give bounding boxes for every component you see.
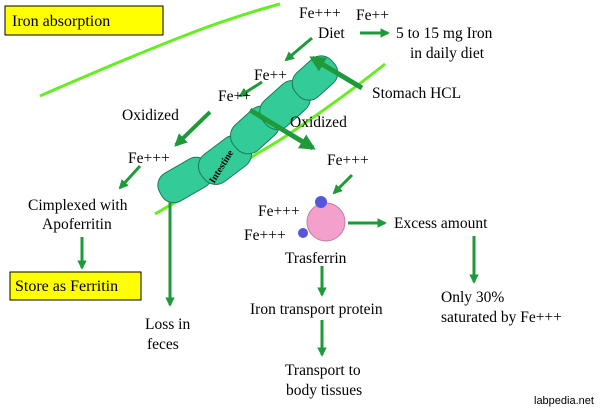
loss-feces-line2: feces [147, 336, 179, 353]
fe3-bound-upper-label: Fe+++ [258, 203, 300, 220]
transport-protein-label: Iron transport protein [250, 301, 383, 318]
arrow-fe3-to-transferrin [332, 173, 354, 195]
transferrin-molecule [306, 202, 346, 242]
diet-label: Diet [318, 25, 345, 42]
complexed-line1: Cimplexed with [28, 197, 128, 214]
daily-intake-line2: in daily diet [410, 45, 485, 62]
arrow-fe2-to-fe2 [238, 80, 263, 98]
tissues-line2: body tissues [286, 382, 362, 399]
fe3-right-label: Fe+++ [327, 152, 369, 169]
tissues-line1: Transport to [285, 362, 361, 379]
title-box [4, 5, 164, 36]
transferrin-label: Trasferrin [285, 250, 347, 267]
fe3-diet-label: Fe+++ [299, 5, 341, 22]
loss-feces-line1: Loss in [145, 316, 190, 333]
arrow-oxidized-left [174, 110, 212, 147]
fe2-left-label: Fe++ [218, 88, 251, 105]
fe2-diet-label: Fe++ [356, 7, 389, 24]
intestine-tube [157, 55, 339, 204]
daily-intake-line1: 5 to 15 mg Iron [396, 25, 493, 42]
iron-dot-upper [315, 196, 327, 208]
oxidized-left-label: Oxidized [122, 107, 179, 124]
arrow-to-complexed [118, 164, 142, 190]
store-ferritin-box [9, 271, 142, 301]
complexed-line2: Apoferritin [42, 216, 112, 233]
title-text: Iron absorption [12, 13, 110, 30]
oxidized-right-label: Oxidized [290, 114, 347, 131]
pathway-arrows [77, 28, 479, 357]
gut-wall-upper [39, 2, 281, 98]
fe3-left-label: Fe+++ [128, 150, 170, 167]
arrow-stomach-hcl [309, 55, 364, 91]
store-ferritin-text: Store as Ferritin [15, 278, 118, 295]
saturated-line1: Only 30% [441, 289, 504, 306]
stomach-hcl-label: Stomach HCL [372, 85, 461, 102]
iron-dot-lower [298, 228, 308, 238]
watermark: labpedia.net [534, 395, 594, 407]
fe2-mid-label: Fe++ [254, 67, 287, 84]
arrow-diet-to-fe2 [284, 36, 313, 62]
fe3-bound-lower-label: Fe+++ [244, 227, 286, 244]
arrow-oxidized-right [248, 107, 316, 151]
excess-amount-label: Excess amount [394, 215, 488, 232]
saturated-line2: saturated by Fe+++ [441, 309, 562, 326]
